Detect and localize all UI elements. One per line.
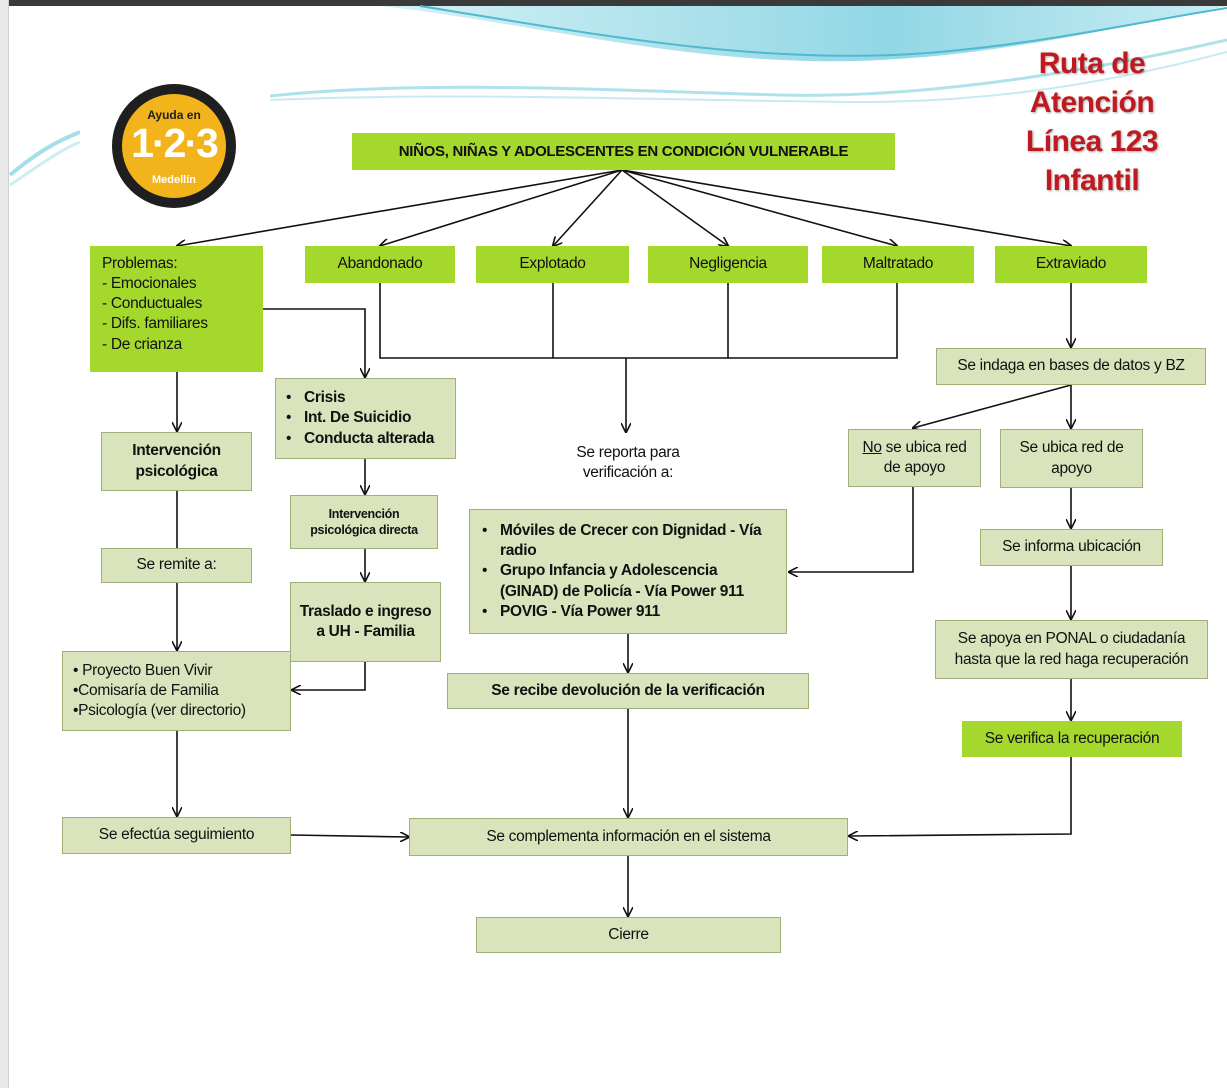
edge-root-negligencia xyxy=(621,169,728,246)
edge-root-explotado xyxy=(553,169,623,246)
window-top-border xyxy=(0,0,1227,6)
node-problemas: Problemas: - Emocionales - Conductuales … xyxy=(90,246,263,372)
node-intervencion-psicologica: Intervención psicológica xyxy=(101,432,252,491)
node-cierre: Cierre xyxy=(476,917,781,953)
edge-merge-bar xyxy=(379,283,898,359)
node-se-remite: Se remite a: xyxy=(101,548,252,583)
crisis-item: Crisis xyxy=(286,388,434,408)
node-informa: Se informa ubicación xyxy=(980,529,1163,566)
ayuda-123-logo: Ayuda en 1·2·3 Medellín xyxy=(80,82,270,218)
title-line: Línea 123 xyxy=(1025,125,1159,158)
logo-city: Medellín xyxy=(151,174,196,186)
slide-left-border xyxy=(0,0,9,1088)
node-apoya: Se apoya en PONAL o ciudadanía hasta que… xyxy=(935,620,1208,679)
crisis-item: Conducta alterada xyxy=(286,429,434,449)
no-ubica-text: se ubica red de apoyo xyxy=(881,438,967,476)
node-devolucion: Se recibe devolución de la verificación xyxy=(447,673,809,709)
problemas-item: - Conductuales xyxy=(102,295,203,313)
edge-root-abandonado xyxy=(380,169,623,246)
node-maltratado: Maltratado xyxy=(822,246,974,283)
logo-number: 1·2·3 xyxy=(131,120,219,166)
edge-seguimiento-complementa xyxy=(290,835,409,837)
problemas-item: - De crianza xyxy=(102,335,182,353)
problemas-item: - Emocionales xyxy=(102,275,197,293)
node-abandonado: Abandonado xyxy=(305,246,455,283)
decorative-swoosh xyxy=(8,5,1227,187)
root-node: NIÑOS, NIÑAS Y ADOLESCENTES EN CONDICIÓN… xyxy=(352,133,895,170)
node-intervencion-directa: Intervención psicológica directa xyxy=(290,495,438,549)
node-extraviado: Extraviado xyxy=(995,246,1147,283)
node-crisis: Crisis Int. De Suicidio Conducta alterad… xyxy=(275,378,456,459)
node-complementa: Se complementa información en el sistema xyxy=(409,818,848,856)
problemas-label: Problemas: xyxy=(102,255,178,272)
node-explotado: Explotado xyxy=(476,246,629,283)
verificador-item: POVIG - Vía Power 911 xyxy=(482,602,778,622)
no-prefix: No xyxy=(862,438,882,456)
edge-indaga-no xyxy=(913,384,1072,428)
node-traslado: Traslado e ingreso a UH - Familia xyxy=(290,582,441,662)
node-si-ubica: Se ubica red de apoyo xyxy=(1000,429,1143,488)
page-title: Ruta de Atención Línea 123 Infantil xyxy=(992,44,1192,200)
node-remisiones: • Proyecto Buen Vivir •Comisaría de Fami… xyxy=(62,651,291,731)
problemas-item: - Difs. familiares xyxy=(102,315,208,333)
verificador-item: Grupo Infancia y Adolescencia (GINAD) de… xyxy=(482,561,778,601)
title-line: Atención xyxy=(1029,86,1155,119)
title-line: Infantil xyxy=(1044,164,1140,197)
remision-item: • Proyecto Buen Vivir xyxy=(73,661,213,679)
edge-verifica-complementa xyxy=(849,757,1072,836)
remision-item: •Comisaría de Familia xyxy=(73,681,219,699)
node-reporta: Se reporta para verificación a: xyxy=(553,434,703,492)
node-negligencia: Negligencia xyxy=(648,246,808,283)
edge-root-extraviado xyxy=(621,169,1071,246)
edge-no-verificadores xyxy=(789,487,914,572)
edge-problemas-crisis xyxy=(262,308,365,377)
node-indaga: Se indaga en bases de datos y BZ xyxy=(936,348,1206,385)
verificador-item: Móviles de Crecer con Dignidad - Vía rad… xyxy=(482,521,778,561)
node-verifica: Se verifica la recuperación xyxy=(962,721,1182,757)
title-line: Ruta de xyxy=(1038,47,1146,80)
remision-item: •Psicología (ver directorio) xyxy=(73,702,246,720)
node-verificadores: Móviles de Crecer con Dignidad - Vía rad… xyxy=(469,509,787,634)
edge-root-problemas xyxy=(177,169,623,246)
logo-text-top: Ayuda en xyxy=(147,108,201,122)
edge-root-maltratado xyxy=(621,169,897,246)
edge-traslado-remisiones xyxy=(292,662,366,690)
node-seguimiento: Se efectúa seguimiento xyxy=(62,817,291,854)
node-no-ubica: No se ubica red de apoyo xyxy=(848,429,981,487)
crisis-item: Int. De Suicidio xyxy=(286,408,434,428)
